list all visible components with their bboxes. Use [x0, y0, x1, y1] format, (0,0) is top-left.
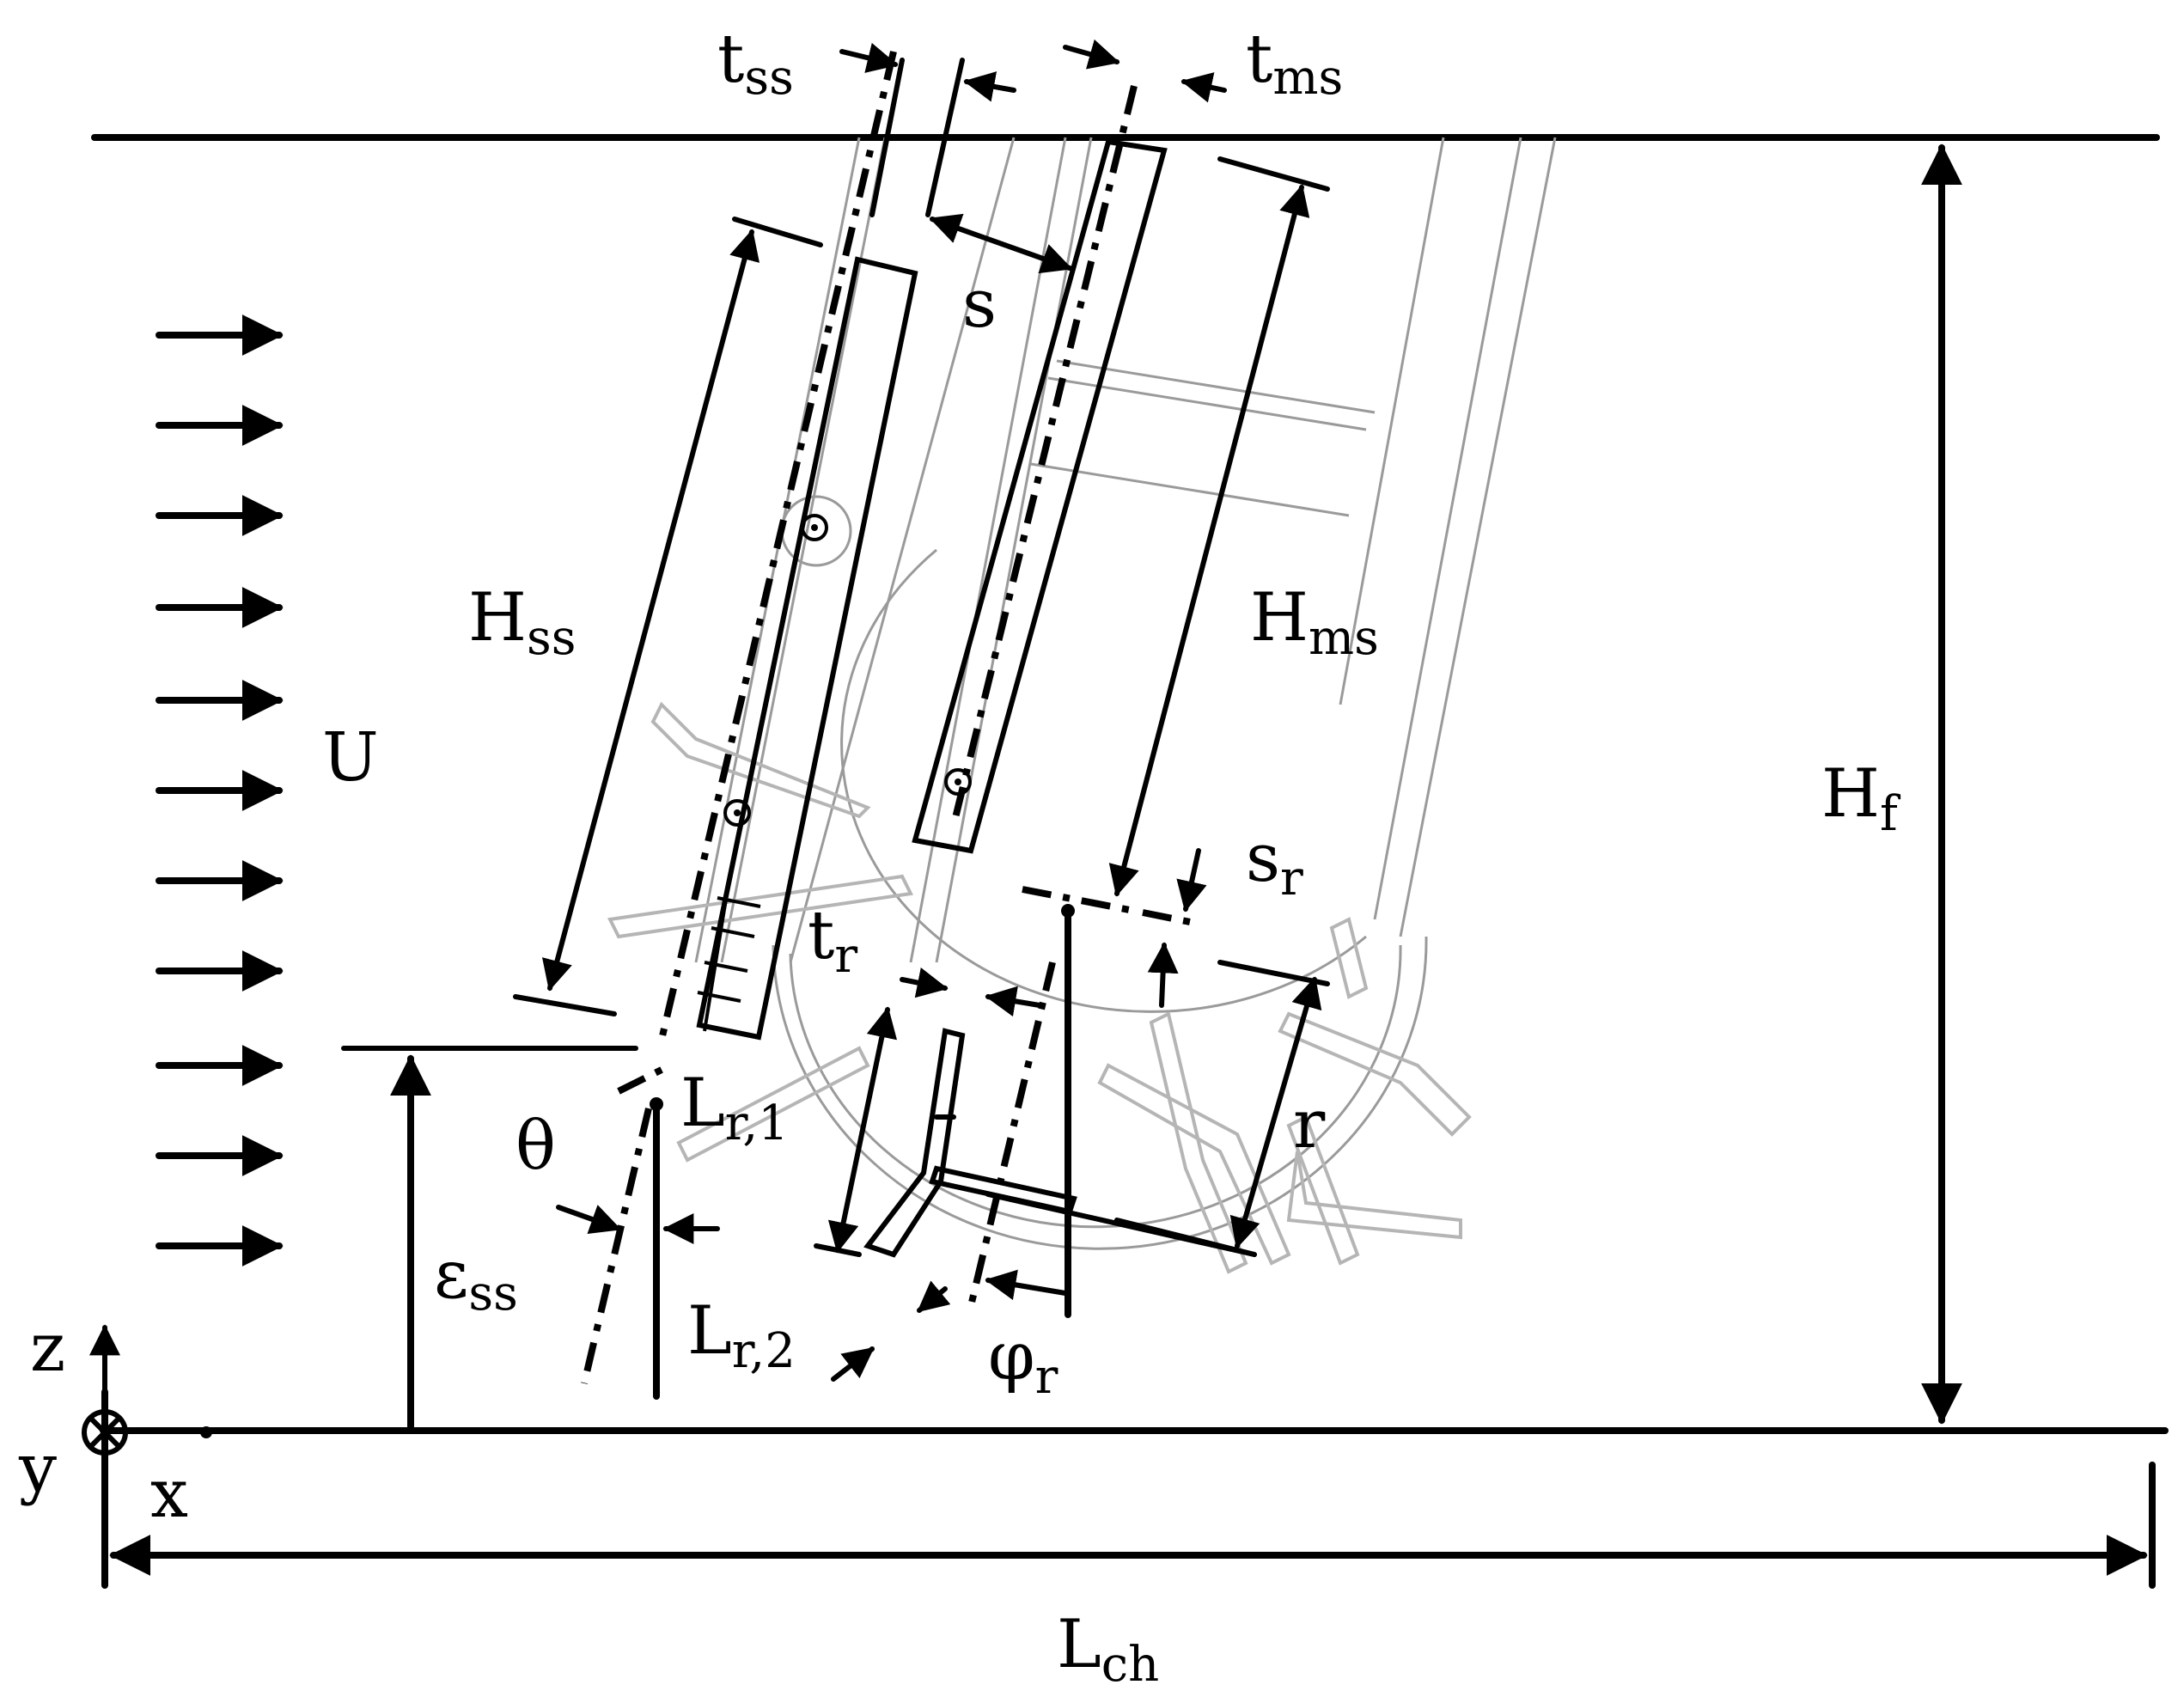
- stipe-ms-edge: [925, 58, 965, 217]
- dim-t-ss-arrow2: [963, 71, 1016, 102]
- coordinate-axes: [82, 1324, 217, 1456]
- y-axis-into-page-icon: [82, 1409, 128, 1456]
- label-r: r: [1293, 1086, 1326, 1163]
- dim-s: [929, 213, 1073, 274]
- label-t-ss: tss: [717, 21, 794, 106]
- root-centerline: [967, 961, 1056, 1307]
- label-x: x: [150, 1456, 188, 1533]
- dim-L-r2-b: [917, 1280, 951, 1313]
- label-L-r1: Lr,1: [680, 1065, 789, 1151]
- flow-arrows: [156, 314, 284, 1267]
- label-t-ms: tms: [1246, 21, 1343, 106]
- root-top-dash: [1022, 886, 1135, 914]
- dim-r: [1229, 976, 1322, 1249]
- root-element: [863, 1028, 1077, 1258]
- label-L-ch: Lch: [1057, 1606, 1159, 1693]
- label-z: z: [30, 1309, 65, 1387]
- label-s-r: sr: [1246, 820, 1303, 906]
- label-eps-ss: εss: [434, 1236, 518, 1322]
- theta-arc-ref: [617, 1062, 672, 1095]
- dim-eps-ss-arrow: [556, 1205, 622, 1235]
- dim-H-ms: [1108, 184, 1310, 897]
- label-H-f: Hf: [1821, 755, 1901, 842]
- label-H-ss: Hss: [468, 579, 577, 666]
- dim-t-r-arrow: [900, 967, 949, 998]
- label-U: U: [322, 719, 379, 797]
- dim-L-r2: [831, 1346, 875, 1382]
- dim-t-ms-arrow2: [1180, 72, 1227, 103]
- dim-H-ss: [541, 229, 760, 992]
- label-H-ms: Hms: [1250, 579, 1379, 666]
- dim-t-ss-arrow: [839, 42, 899, 73]
- eps-ss-dash: [581, 1108, 652, 1384]
- label-theta: θ: [515, 1108, 556, 1185]
- dim-phi-r: [985, 1269, 1068, 1301]
- stipe-ms-centerline: [950, 85, 1138, 826]
- dim-t-ms-arrow: [1063, 39, 1120, 70]
- dim-L-r1: [827, 1006, 898, 1254]
- label-t-r: tr: [808, 897, 857, 984]
- label-L-r2: Lr,2: [687, 1292, 796, 1379]
- dim-s-r-2: [1147, 942, 1179, 1008]
- stipe-ss-edge: [869, 58, 905, 217]
- dim-t-r-arrow2: [985, 986, 1042, 1017]
- label-phi-r: φr: [988, 1318, 1058, 1405]
- label-s: s: [962, 266, 997, 343]
- label-y: y: [18, 1430, 57, 1507]
- dim-s-r: [1176, 848, 1207, 913]
